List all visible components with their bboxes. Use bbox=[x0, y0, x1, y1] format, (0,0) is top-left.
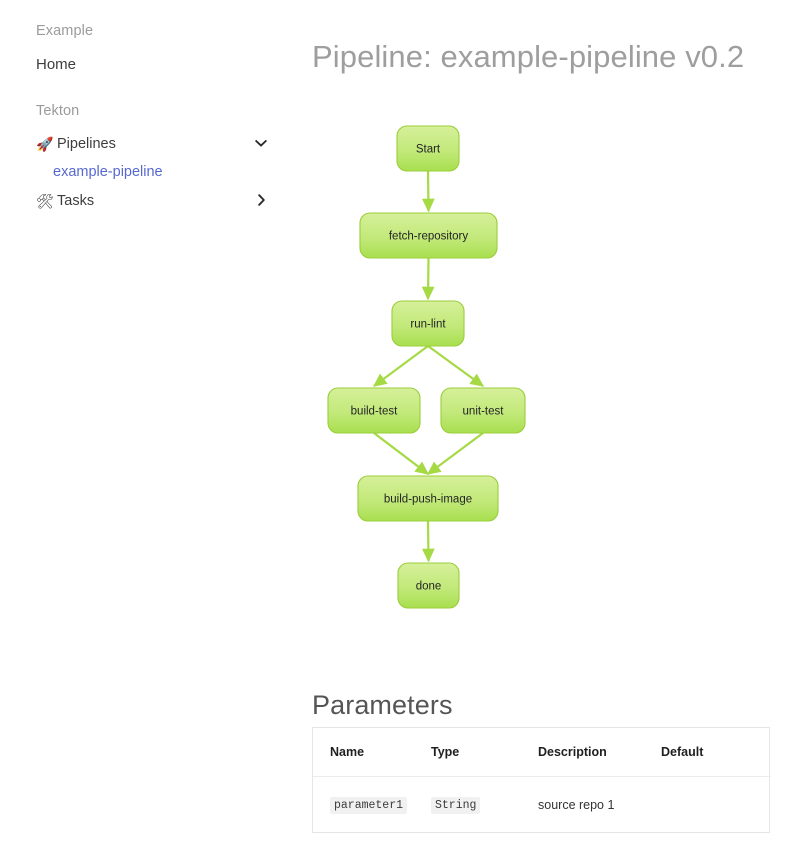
sidebar-section-tekton-label: Tekton bbox=[36, 103, 80, 119]
graph-node-fetch-repository[interactable]: fetch-repository bbox=[359, 212, 498, 259]
graph-edge bbox=[421, 170, 435, 213]
column-header-type: Type bbox=[431, 728, 538, 777]
graph-nodes[interactable]: Start fetch-repository run-lint build-test u… bbox=[327, 125, 526, 609]
sidebar: Example Home Tekton 🚀 Pipelines example-… bbox=[0, 0, 285, 862]
pipeline-graph-svg[interactable]: Start fetch-repository run-lint build-test u… bbox=[285, 105, 800, 635]
chevron-right-icon[interactable] bbox=[255, 194, 267, 208]
graph-node-shape bbox=[440, 387, 526, 434]
cell-description: source repo 1 bbox=[538, 797, 615, 812]
graph-node-label: build-push-image bbox=[384, 494, 472, 506]
parameters-table-head: Name Type Description Default bbox=[313, 728, 771, 777]
graph-edge bbox=[372, 345, 429, 387]
graph-node-shape bbox=[397, 562, 460, 609]
column-header-description: Description bbox=[538, 728, 661, 777]
graph-node-label: unit-test bbox=[463, 406, 505, 418]
graph-edge bbox=[373, 432, 430, 475]
cell-default bbox=[661, 777, 771, 833]
parameters-table: Name Type Description Default parameter1… bbox=[313, 728, 771, 832]
hammer-and-wrench-icon: 🛠 bbox=[36, 193, 54, 209]
sidebar-item-example-pipeline[interactable]: example-pipeline bbox=[0, 159, 285, 185]
main-content: Pipeline: example-pipeline v0.2 Start fet… bbox=[285, 0, 800, 862]
graph-node-label: run-lint bbox=[410, 319, 446, 331]
parameter-name-chip: parameter1 bbox=[330, 797, 408, 814]
graph-node-unit-test[interactable]: unit-test bbox=[440, 387, 526, 434]
sidebar-item-pipelines-label: Pipelines bbox=[57, 136, 116, 152]
cell-name: parameter1 bbox=[313, 777, 431, 833]
graph-node-label: build-test bbox=[351, 406, 398, 418]
cell-type: String bbox=[431, 777, 538, 833]
graph-edges bbox=[372, 170, 485, 563]
sidebar-item-home-label: Home bbox=[36, 55, 77, 73]
parameters-table-container: Name Type Description Default parameter1… bbox=[312, 727, 771, 833]
table-header-row: Name Type Description Default bbox=[313, 728, 771, 777]
graph-edge bbox=[426, 432, 484, 475]
graph-node-done[interactable]: done bbox=[397, 562, 460, 609]
pipeline-graph[interactable]: Start fetch-repository run-lint build-test u… bbox=[285, 105, 800, 635]
rocket-icon: 🚀 bbox=[36, 136, 54, 152]
graph-node-shape bbox=[357, 475, 499, 522]
parameter-type-chip: String bbox=[431, 797, 481, 814]
graph-node-label: done bbox=[416, 581, 442, 593]
graph-node-build-push-image[interactable]: build-push-image bbox=[357, 475, 499, 522]
sidebar-item-pipelines[interactable]: 🚀 Pipelines bbox=[0, 131, 285, 157]
parameters-heading: Parameters bbox=[312, 690, 453, 721]
graph-node-run-lint[interactable]: run-lint bbox=[391, 300, 465, 347]
graph-node-label: fetch-repository bbox=[389, 231, 469, 243]
graph-node-start[interactable]: Start bbox=[396, 125, 460, 172]
column-header-name: Name bbox=[313, 728, 431, 777]
graph-node-shape bbox=[359, 212, 498, 259]
sidebar-item-example-pipeline-label: example-pipeline bbox=[53, 164, 163, 180]
graph-node-shape bbox=[327, 387, 421, 434]
table-row: parameter1 String source repo 1 bbox=[313, 777, 771, 833]
sidebar-item-tasks[interactable]: 🛠 Tasks bbox=[0, 188, 285, 214]
page-title: Pipeline: example-pipeline v0.2 bbox=[312, 38, 745, 74]
graph-node-label: Start bbox=[416, 144, 441, 156]
sidebar-item-home[interactable]: Home bbox=[0, 52, 285, 76]
graph-edge bbox=[427, 345, 485, 387]
chevron-down-icon[interactable] bbox=[255, 138, 267, 150]
graph-node-build-test[interactable]: build-test bbox=[327, 387, 421, 434]
sidebar-item-tasks-label: Tasks bbox=[57, 193, 95, 209]
sidebar-section-example-label: Example bbox=[36, 23, 94, 39]
parameters-table-body: parameter1 String source repo 1 bbox=[313, 777, 771, 833]
graph-edge bbox=[421, 257, 435, 301]
graph-edge bbox=[421, 520, 435, 563]
column-header-default: Default bbox=[661, 728, 771, 777]
graph-node-shape bbox=[396, 125, 460, 172]
graph-node-shape bbox=[391, 300, 465, 347]
